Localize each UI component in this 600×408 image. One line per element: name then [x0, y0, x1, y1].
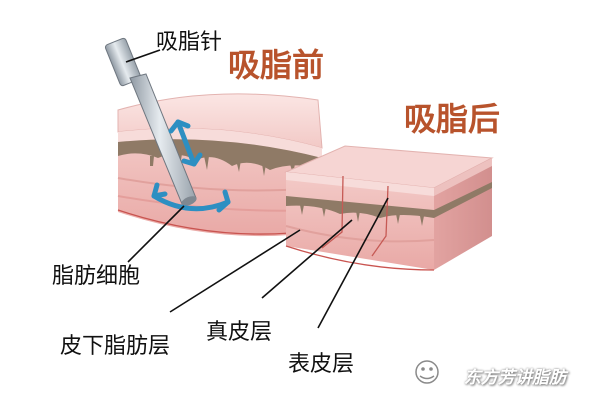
after-dermis-layer [286, 182, 492, 218]
skin-block-after [284, 145, 494, 271]
curved-motion-arrow [151, 193, 231, 212]
needle-handle [104, 37, 142, 87]
liposuction-needle [104, 37, 197, 206]
before-title: 吸脂前 [228, 46, 325, 84]
needle-label: 吸脂针 [156, 30, 223, 55]
fat-cells-label: 脂肪细胞 [52, 264, 141, 289]
leader-lines [125, 49, 389, 329]
leader-dermis [261, 219, 353, 299]
vertical-motion-arrow [175, 119, 197, 167]
motion-arrows [151, 119, 231, 213]
wechat-icon [415, 360, 439, 384]
leader-epidermis [317, 197, 389, 329]
after-title: 吸脂后 [404, 100, 501, 138]
leader-needle [125, 49, 161, 63]
leader-subcutaneous [169, 229, 301, 313]
dermis-label: 真皮层 [206, 320, 273, 345]
watermark-text: 东方芳讲脂肪 [464, 368, 566, 388]
subcutaneous-label: 皮下脂肪层 [60, 334, 171, 359]
leader-fat-cells [127, 205, 185, 263]
epidermis-label: 表皮层 [288, 352, 355, 377]
